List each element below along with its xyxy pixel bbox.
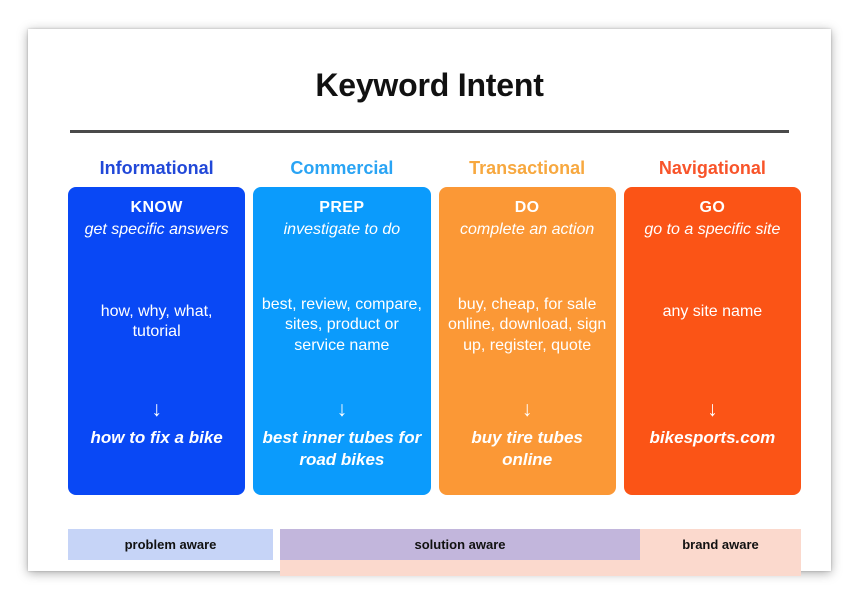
- slide-panel: Keyword Intent Informational KNOW get sp…: [28, 29, 831, 576]
- awareness-bands: problem aware solution aware brand aware: [68, 529, 801, 585]
- card-title: KNOW: [130, 199, 183, 216]
- column-header-commercial: Commercial: [290, 157, 394, 178]
- card-example: buy tire tubes online: [471, 428, 583, 469]
- card-keywords: how, why, what, tutorial: [100, 303, 213, 341]
- intent-columns: Informational KNOW get specific answers …: [68, 149, 801, 549]
- card-subtitle: complete an action: [459, 221, 595, 239]
- card-example: best inner tubes for road bikes: [262, 428, 422, 469]
- card-title: GO: [699, 199, 726, 216]
- card-keywords: best, review, compare, sites, product or…: [261, 296, 422, 354]
- card-title: PREP: [319, 199, 365, 216]
- awareness-band-brand: brand aware: [682, 537, 759, 552]
- down-arrow-icon: ↓: [336, 398, 348, 421]
- intent-column-commercial: Commercial PREP investigate to do best, …: [253, 149, 431, 549]
- page-title: Keyword Intent: [315, 67, 544, 103]
- awareness-band-solution: solution aware: [280, 529, 640, 560]
- card-example: how to fix a bike: [90, 428, 223, 447]
- card-subtitle: investigate to do: [283, 221, 401, 239]
- column-header-navigational: Navigational: [658, 157, 766, 178]
- intent-card-informational[interactable]: KNOW get specific answers how, why, what…: [68, 187, 246, 495]
- column-header-informational: Informational: [99, 157, 214, 178]
- title-divider: [70, 130, 789, 133]
- card-example: bikesports.com: [649, 428, 776, 447]
- intent-card-transactional[interactable]: DO complete an action buy, cheap, for sa…: [438, 187, 616, 495]
- intent-column-informational: Informational KNOW get specific answers …: [68, 149, 246, 549]
- card-subtitle: get specific answers: [84, 221, 229, 239]
- down-arrow-icon: ↓: [151, 398, 162, 421]
- card-keywords: buy, cheap, for sale online, download, s…: [447, 296, 607, 354]
- intent-card-navigational[interactable]: GO go to a specific site any site name ↓…: [623, 187, 801, 495]
- card-subtitle: go to a specific site: [644, 221, 781, 239]
- down-arrow-icon: ↓: [707, 398, 718, 421]
- intent-card-commercial[interactable]: PREP investigate to do best, review, com…: [253, 187, 431, 495]
- card-keywords: any site name: [662, 303, 763, 320]
- intent-column-navigational: Navigational GO go to a specific site an…: [623, 149, 801, 549]
- column-header-transactional: Transactional: [469, 157, 586, 178]
- intent-column-transactional: Transactional DO complete an action buy,…: [438, 149, 616, 549]
- card-title: DO: [514, 199, 540, 216]
- down-arrow-icon: ↓: [521, 398, 533, 421]
- awareness-band-problem: problem aware: [68, 529, 273, 560]
